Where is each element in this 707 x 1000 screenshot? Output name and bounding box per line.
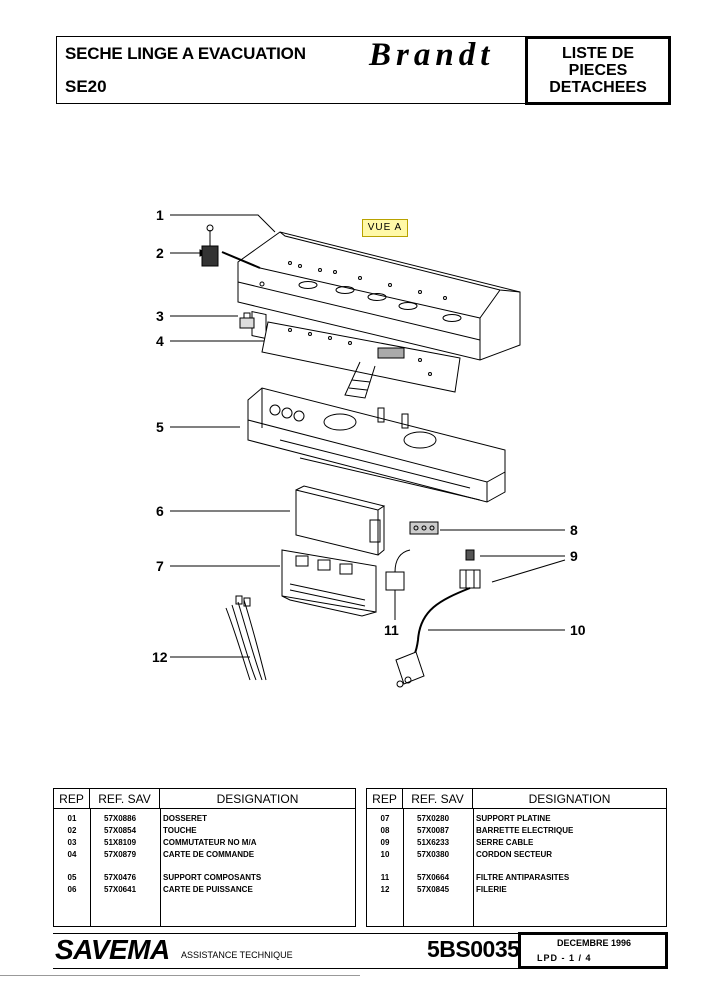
savema-logo: SAVEMA bbox=[55, 934, 170, 965]
part-filtre-antiparasites bbox=[385, 549, 411, 591]
part-serre-cable bbox=[459, 549, 481, 589]
part-touche bbox=[201, 224, 261, 269]
callout-4: 4 bbox=[156, 333, 164, 349]
header-designation: DESIGNATION bbox=[473, 789, 666, 809]
callout-5: 5 bbox=[156, 419, 164, 435]
document-code: 5BS0035 bbox=[427, 936, 520, 962]
header-ref: REF. SAV bbox=[403, 789, 473, 809]
part-carte-puissance bbox=[295, 485, 386, 556]
document-header: SECHE LINGE A EVACUATION SE20 Brandt LIS… bbox=[56, 36, 671, 105]
page-number: LPD - 1 / 4 bbox=[537, 953, 592, 963]
callout-1: 1 bbox=[156, 207, 164, 223]
header-ref: REF. SAV bbox=[90, 789, 160, 809]
footer-divider bbox=[0, 975, 360, 976]
callout-7: 7 bbox=[156, 558, 164, 574]
date-page-box: DECEMBRE 1996 LPD - 1 / 4 bbox=[518, 932, 668, 969]
callout-2: 2 bbox=[156, 245, 164, 261]
header-designation: DESIGNATION bbox=[160, 789, 355, 809]
view-a-label: VUE A bbox=[362, 219, 408, 237]
part-support-composants bbox=[247, 387, 506, 503]
model-number: SE20 bbox=[65, 77, 107, 96]
document-footer: SAVEMA ASSISTANCE TECHNIQUE 5BS0035 DECE… bbox=[53, 932, 668, 969]
callout-8: 8 bbox=[570, 522, 578, 538]
callout-6: 6 bbox=[156, 503, 164, 519]
part-filerie bbox=[225, 595, 267, 681]
part-carte-commande bbox=[261, 321, 461, 399]
brand-logo: Brandt bbox=[369, 37, 495, 73]
callout-10: 10 bbox=[570, 622, 586, 638]
leader-line-1 bbox=[170, 214, 276, 233]
part-commutateur bbox=[239, 312, 255, 329]
document-title: SECHE LINGE A EVACUATION bbox=[65, 44, 306, 63]
callout-9: 9 bbox=[570, 548, 578, 564]
parts-list-line-3: DETACHEES bbox=[549, 79, 647, 96]
document-date: DECEMBRE 1996 bbox=[557, 938, 632, 948]
part-cordon-secteur bbox=[395, 587, 471, 688]
part-dosseret bbox=[237, 231, 521, 361]
parts-list-line-2: PIECES bbox=[568, 62, 628, 79]
header-rep: REP bbox=[367, 789, 403, 809]
part-barrette-electrique bbox=[409, 521, 439, 535]
footer-subtitle: ASSISTANCE TECHNIQUE bbox=[181, 950, 293, 960]
callout-3: 3 bbox=[156, 308, 164, 324]
parts-list-box: LISTE DE PIECES DETACHEES bbox=[525, 36, 671, 105]
callout-11: 11 bbox=[384, 622, 399, 638]
header-rep: REP bbox=[54, 789, 90, 809]
callout-12: 12 bbox=[152, 649, 168, 665]
part-support-platine bbox=[281, 549, 377, 617]
parts-list-line-1: LISTE DE bbox=[561, 45, 634, 62]
leader-line-9b bbox=[491, 559, 566, 583]
